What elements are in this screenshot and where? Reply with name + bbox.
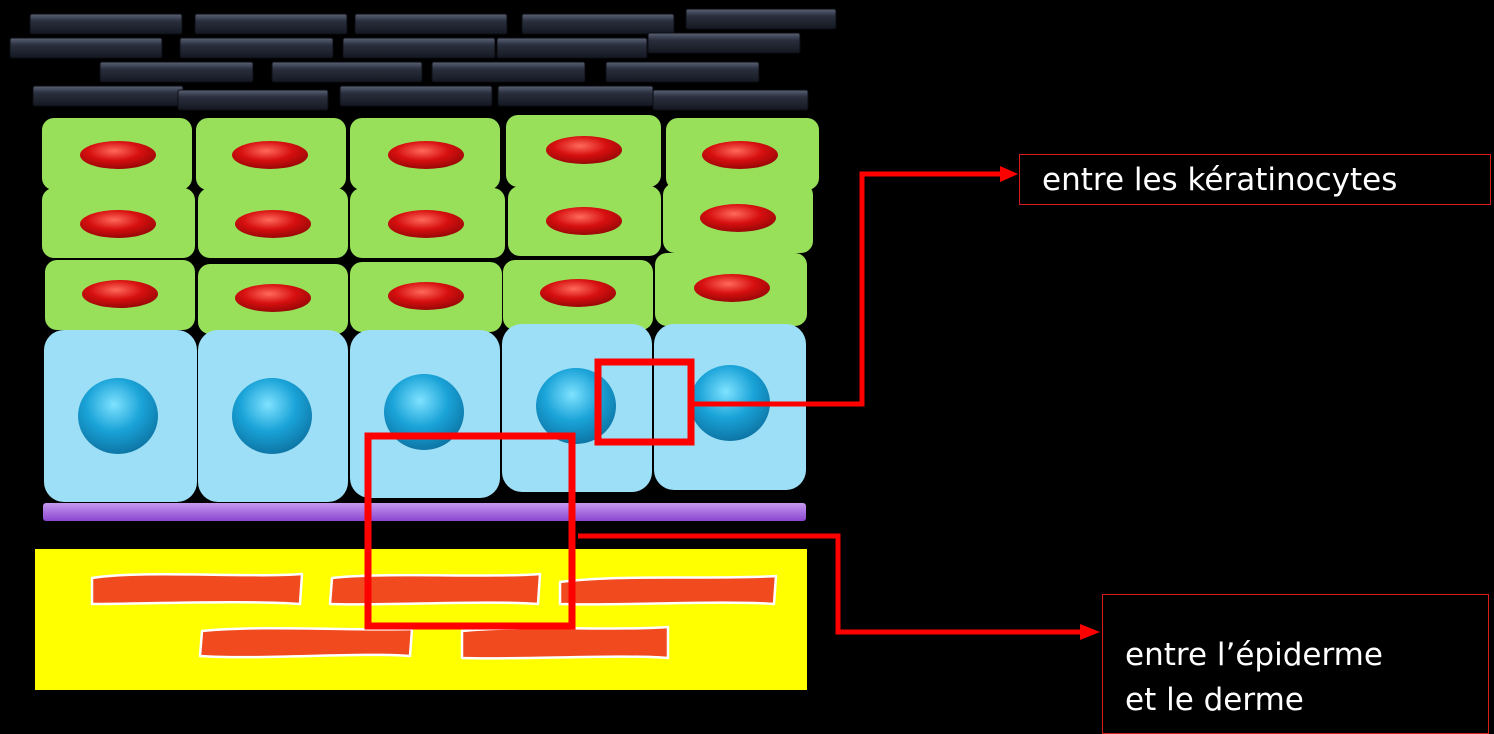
connector-bottom: [578, 533, 1082, 635]
green-cell-layer: [42, 115, 819, 334]
blue-nucleus: [384, 374, 464, 450]
collagen-fiber: [460, 625, 670, 660]
collagen-fiber: [90, 572, 304, 606]
dermis: [35, 549, 807, 690]
corneocyte: [496, 37, 648, 59]
basement-membrane: [43, 503, 806, 521]
red-nucleus: [82, 280, 158, 308]
red-nucleus: [546, 136, 622, 164]
corneocyte: [29, 13, 183, 35]
arrow-right-icon: [1080, 624, 1100, 640]
corneocyte: [194, 13, 348, 35]
red-nucleus: [388, 210, 464, 238]
red-nucleus: [232, 141, 308, 169]
red-nucleus: [694, 274, 770, 302]
blue-nucleus: [232, 378, 312, 454]
collagen-fiber: [558, 574, 778, 606]
collagen-fiber: [198, 627, 414, 659]
corneocyte-layer: [9, 8, 837, 111]
highlight-dermo-epidermal-junction: [364, 432, 576, 630]
red-nucleus: [702, 141, 778, 169]
corneocyte: [9, 37, 163, 59]
corneocyte: [342, 37, 496, 59]
corneocyte: [339, 85, 493, 107]
highlight-keratinocyte-junction: [594, 358, 695, 446]
corneocyte: [647, 32, 801, 54]
corneocyte: [32, 85, 184, 107]
red-nucleus: [80, 210, 156, 238]
blue-nucleus: [78, 378, 158, 454]
corneocyte: [431, 61, 586, 83]
label-between-keratinocytes: entre les kératinocytes: [1019, 154, 1491, 205]
corneocyte: [497, 85, 654, 107]
collagen-fiber: [328, 572, 542, 606]
red-nucleus: [388, 282, 464, 310]
label-line: entre l’épiderme: [1125, 637, 1383, 673]
corneocyte: [685, 8, 837, 30]
corneocyte: [179, 37, 334, 59]
corneocyte: [354, 13, 508, 35]
red-nucleus: [235, 284, 311, 312]
corneocyte: [177, 89, 329, 111]
arrow-right-icon: [1000, 166, 1018, 182]
corneocyte: [271, 61, 423, 83]
label-dermo-epidermal: entre l’épiderme et le derme: [1102, 594, 1489, 734]
label-line: et le derme: [1125, 681, 1304, 718]
corneocyte: [99, 61, 254, 83]
green-cell-nuclei: [80, 136, 778, 312]
connector-top: [693, 171, 1002, 407]
corneocyte: [652, 89, 809, 111]
red-nucleus: [388, 141, 464, 169]
red-nucleus: [546, 207, 622, 235]
red-nucleus: [540, 279, 616, 307]
red-nucleus: [80, 141, 156, 169]
red-nucleus: [235, 210, 311, 238]
red-nucleus: [700, 204, 776, 232]
corneocyte: [605, 61, 760, 83]
corneocyte: [521, 13, 675, 35]
